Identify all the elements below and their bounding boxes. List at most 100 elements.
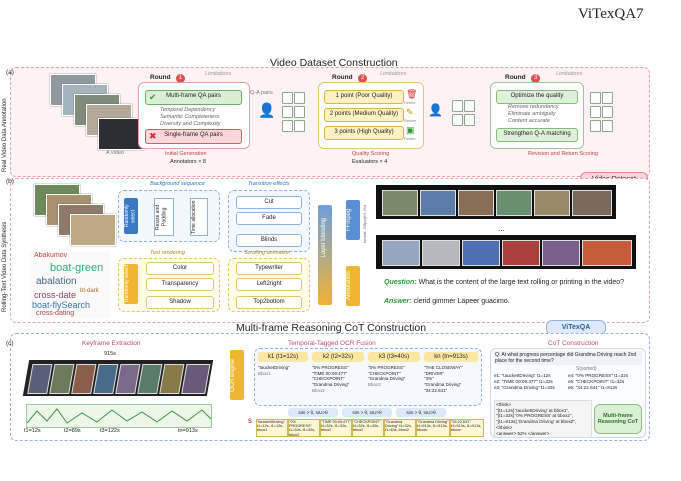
qa-chip-icon xyxy=(282,106,293,118)
cot-title: CoT Construction xyxy=(548,340,599,347)
film-frame xyxy=(420,190,456,216)
keyframe xyxy=(181,364,211,394)
round2-caption: Quality Scoring xyxy=(352,151,390,157)
cross-icon: ✖ xyxy=(149,131,157,141)
format-tag: format: 30fps@H.264 xyxy=(362,205,367,244)
keyframe xyxy=(71,364,97,394)
think-line: <answer> 52% </answer> xyxy=(496,430,550,436)
sim-tag: sim > θ, IoU>θ xyxy=(342,408,392,417)
answer-text: clerid gimmer Lapeer guacimo. xyxy=(413,298,510,305)
round2-limitations: Limitations xyxy=(380,71,407,77)
qa-chip-icon xyxy=(602,92,613,104)
multi-frame-label: Multi-frame QA pairs xyxy=(166,93,221,99)
keyframe xyxy=(27,364,53,394)
film-frame xyxy=(502,240,540,266)
think-block: <think> "[t1=12s] 'tauckettDriving' at b… xyxy=(494,400,592,439)
entry: e5: "CHECKPOINT" t1=32s xyxy=(568,379,625,384)
kcol-3-item: "CHECKPOINT" xyxy=(368,370,401,376)
single-frame-label: Single-frame QA pairs xyxy=(164,132,223,138)
layer-blending-bar xyxy=(318,205,332,305)
ocr-title: Temporal-Tagged OCR Fusion xyxy=(288,340,376,347)
think-line: "[t1=32s] '0% PROGRESS' at bbox2", xyxy=(496,413,573,419)
segment: "CHECKPOINT" t1=32s, t1=40s, bbox2 xyxy=(352,419,384,437)
section-a-label: (a) xyxy=(6,69,14,76)
check-icon: ✔ xyxy=(149,92,157,102)
word: cross-dating xyxy=(36,310,75,317)
sim-tag: sim > θ, IoU>θ xyxy=(288,408,338,417)
word: boat-green xyxy=(50,262,104,274)
qa-chip-icon xyxy=(464,100,475,112)
kcol-n-item: "DRIVER" xyxy=(424,370,445,376)
section-c-title: Multi-frame Reasoning CoT Construction xyxy=(236,322,427,334)
film-strip-bottom xyxy=(376,235,636,269)
word: abalation xyxy=(36,276,77,287)
film-frame xyxy=(534,190,570,216)
segment: "34:22.641" t1=913s, t1=913s, bboxn xyxy=(450,419,484,437)
keyframe xyxy=(93,364,119,394)
kcol-2-item: "TIME 00:09:477" xyxy=(312,370,348,376)
segment: "TIME 00:09:477" t1=32s, t1=32s, bbox2 xyxy=(320,419,352,437)
bg-randomly-select: Randomly select xyxy=(124,198,138,234)
kcol-n-head: kn (tn=913s) xyxy=(424,352,478,362)
text-transparency: Transparency xyxy=(146,278,214,291)
film-ellipsis: ... xyxy=(498,224,505,233)
keyframe-signal xyxy=(26,404,212,428)
qa-chip-icon xyxy=(452,114,463,126)
round1-bullet: Temporal Dependency xyxy=(160,107,216,113)
layer-blending-label: Layer blending xyxy=(321,218,327,258)
kcol-2-head: k2 (t2=32s) xyxy=(312,352,364,362)
text-randomly-select: Randomly select xyxy=(124,264,138,304)
round3-limitations: Limitations xyxy=(556,71,583,77)
answer-block: Answer: clerid gimmer Lapeer guacimo. xyxy=(384,298,510,305)
keyframe-title: Keyframe Extraction xyxy=(82,340,141,347)
multi-frame-pill: ✔ Multi-frame QA pairs xyxy=(145,90,242,105)
section-b-side-label: Rolling-Text Video Data Synthesis xyxy=(2,221,8,312)
keyframe xyxy=(137,364,163,394)
think-line: "[t1=12s] 'tauckettDriving' at bbox1", xyxy=(496,407,570,413)
annotation-box: Annotation xyxy=(346,266,360,306)
optimize-pill: Optimize the quality xyxy=(496,90,578,104)
kcol-3: k3 (t3=40s) "0% PROGRESS" "CHECKPOINT" "… xyxy=(368,352,420,388)
question-text: What is the content of the large text ro… xyxy=(418,279,625,286)
kcol-1: k1 (t1=12s) "taucketDriving" Bbox1 xyxy=(258,352,308,376)
retain-tag: Retain xyxy=(404,136,416,141)
kcol-1-head: k1 (t1=12s) xyxy=(258,352,308,362)
kcol-2-bbox: Bbox2 xyxy=(312,387,325,393)
background-title: Background sequence xyxy=(150,181,205,187)
qa-chip-icon xyxy=(602,106,613,118)
multi-frame-cot-box: Multi-frame Reasoning CoT xyxy=(594,404,642,434)
entry: e2: "TIME 00:09:477" t1=32s xyxy=(494,379,553,384)
qa-chip-icon xyxy=(282,92,293,104)
keyframe xyxy=(115,364,141,394)
film-frame xyxy=(462,240,500,266)
kcol-1-item: "taucketDriving" xyxy=(258,365,290,370)
round1-number: 1 xyxy=(176,74,185,83)
point1-pill: 1 point (Poor Quality) xyxy=(324,90,404,104)
scroll-top2bottom: Top2bottom xyxy=(236,296,302,309)
section-c-label: (c) xyxy=(6,340,14,347)
round3-bullet: Remove redundancy xyxy=(508,104,559,110)
kcol-1-bbox: Bbox1 xyxy=(258,370,271,376)
keyframe xyxy=(159,364,185,394)
transition-title: Transition effects xyxy=(248,181,290,187)
film-frame xyxy=(422,240,460,266)
round1-bullets: Temporal Dependency Semantic Completenes… xyxy=(160,107,221,128)
text-render-title: Text rendering xyxy=(150,250,185,256)
round1-limitations: Limitations xyxy=(205,71,232,77)
transition-blinds: Blinds xyxy=(236,234,302,247)
round1-caption: Initial Generation xyxy=(165,151,207,157)
film-frame xyxy=(572,190,612,216)
round3-bullet: Content accurate xyxy=(508,117,550,124)
text-shadow: Shadow xyxy=(146,296,214,309)
word: boat-flySearch xyxy=(32,300,91,310)
round3-bullet: Eliminate ambiguity xyxy=(508,110,556,117)
qa-chip-icon xyxy=(590,120,601,132)
ocr-engine-box: OCR engine xyxy=(230,350,244,400)
film-frame xyxy=(458,190,494,216)
kcol-2-item: "CHECKPOINT" xyxy=(312,376,345,382)
section-a-title: Video Dataset Construction xyxy=(270,57,398,69)
segment: "0% PROGRESS" t1=32s, t1=32s, bbox2 xyxy=(288,419,320,437)
section-b-label: (b) xyxy=(6,178,14,185)
ffmpeg-box: FFmpeg xyxy=(346,200,360,240)
qa-chip-icon xyxy=(590,92,601,104)
